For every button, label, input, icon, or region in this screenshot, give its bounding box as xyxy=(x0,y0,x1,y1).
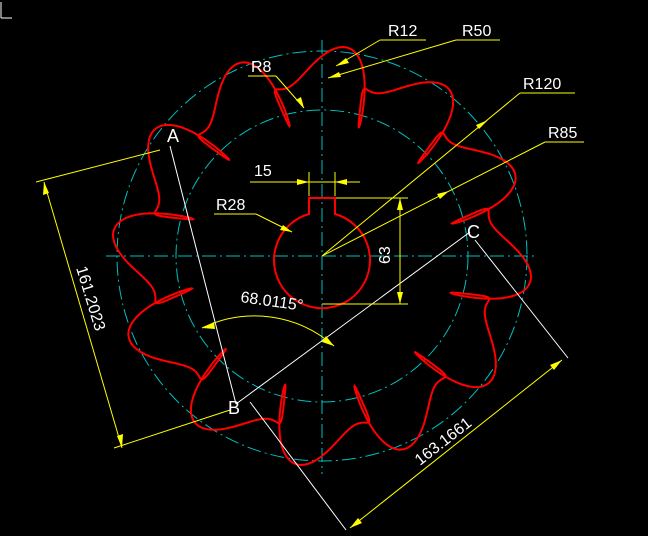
label-width-15: 15 xyxy=(254,163,272,180)
label-r120: R120 xyxy=(523,76,561,93)
arrow-bc-high xyxy=(550,360,562,370)
label-r8: R8 xyxy=(251,59,272,76)
arrow-r12 xyxy=(336,58,349,66)
line-c-ext xyxy=(474,239,569,359)
label-point-c: C xyxy=(467,222,480,242)
arrow-r120 xyxy=(476,120,488,129)
arrow-63-bot xyxy=(397,292,403,304)
arrow-15-left xyxy=(297,179,309,185)
arrow-angle-left xyxy=(202,322,215,329)
dim-ab-ext-bot xyxy=(113,409,231,449)
arrowheads xyxy=(43,58,562,528)
label-point-b: B xyxy=(228,398,240,418)
line-a-b xyxy=(169,145,237,405)
arrow-ab-top xyxy=(43,182,49,195)
line-b-ext xyxy=(249,401,347,531)
label-r28: R28 xyxy=(216,197,245,214)
label-dim-bc: 163.1661 xyxy=(412,415,475,470)
leader-r85 xyxy=(321,141,546,257)
leader-r120 xyxy=(321,92,521,257)
label-r85: R85 xyxy=(548,125,577,142)
centerlines xyxy=(106,40,538,474)
leader-r50 xyxy=(327,39,457,79)
arrow-r50 xyxy=(328,72,341,78)
angle-arc xyxy=(201,315,335,347)
sprocket-profile xyxy=(111,45,533,467)
dim-bc-line xyxy=(349,359,563,529)
arrow-r85 xyxy=(437,191,449,199)
construction-lines xyxy=(169,145,569,531)
arrow-r28 xyxy=(280,225,292,232)
arrow-bc-low xyxy=(350,518,362,528)
keyed-bore-profile xyxy=(273,197,371,310)
label-r12: R12 xyxy=(388,23,417,40)
label-angle: 68.0115° xyxy=(239,289,304,315)
arrow-r8 xyxy=(296,97,304,108)
arrow-ab-bot xyxy=(117,434,123,448)
ucs-corner-mark xyxy=(0,2,12,19)
label-point-a: A xyxy=(167,126,179,146)
label-dim-ab: 161.2023 xyxy=(72,264,108,333)
arrow-15-right xyxy=(335,179,347,185)
dimension-lines xyxy=(35,39,584,529)
arrow-63-top xyxy=(397,198,403,210)
dim-ab-ext-top xyxy=(35,149,161,183)
arrow-angle-right xyxy=(322,336,334,346)
label-r50: R50 xyxy=(462,23,491,40)
line-b-c xyxy=(235,231,471,405)
label-height-63: 63 xyxy=(377,246,394,264)
dim-ab-line xyxy=(43,181,123,449)
